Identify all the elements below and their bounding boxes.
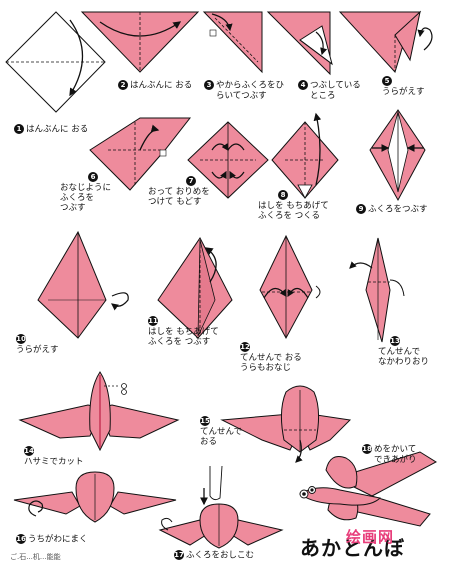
step-text: ふくろを つぶす xyxy=(148,336,211,347)
step-number-badge: 18 xyxy=(362,444,372,454)
step-text: おる xyxy=(200,436,218,447)
page-title: あかとんぼ xyxy=(300,536,405,560)
step-1-diagram xyxy=(5,11,106,113)
step-3-diagram xyxy=(202,11,263,74)
step-text: つぶす xyxy=(60,202,86,213)
step-number-badge: 6 xyxy=(88,172,98,182)
step-14-diagram xyxy=(18,371,180,452)
step-text: てんせんで おる xyxy=(240,352,302,363)
step-text: ところ xyxy=(310,90,336,101)
step-number-badge: 1 xyxy=(14,124,24,134)
step-10-caption: 10 うらがえす xyxy=(16,334,59,355)
step-7-caption: 7 おって おりめを つけて もどす xyxy=(148,176,210,207)
step-8-diagram xyxy=(271,112,339,199)
step-text: てんせんで xyxy=(378,346,421,357)
step-5-caption: 5 うらがえす xyxy=(382,76,425,97)
step-number-badge: 5 xyxy=(382,76,392,86)
step-text: らいてつぶす xyxy=(216,90,267,101)
step-11-diagram xyxy=(157,237,233,339)
step-number-badge: 9 xyxy=(356,204,366,214)
step-4-diagram xyxy=(266,11,333,76)
step-text: おって おりめを xyxy=(148,186,210,197)
step-number-badge: 10 xyxy=(16,334,26,344)
step-14-caption: 14 ハサミでカット xyxy=(24,446,84,467)
step-number-badge: 7 xyxy=(186,176,196,186)
step-2-diagram xyxy=(80,11,200,73)
step-text: やからふくろをひ xyxy=(216,80,285,91)
step-12-diagram xyxy=(259,234,321,340)
step-text: うらもおなじ xyxy=(240,362,292,373)
step-text: はしを もちあげて xyxy=(148,326,219,337)
step-number-badge: 8 xyxy=(278,190,288,200)
step-number-badge: 2 xyxy=(118,80,128,90)
watermark: 绘画网 xyxy=(346,528,395,546)
step-18-diagram xyxy=(299,451,437,527)
step-15-diagram xyxy=(220,385,352,463)
step-number-badge: 16 xyxy=(16,534,26,544)
step-text: はんぶんに おる xyxy=(26,124,89,135)
step-7-diagram xyxy=(187,121,269,199)
step-number-badge: 13 xyxy=(390,336,400,346)
step-text: ふくろをつぶす xyxy=(368,204,428,215)
step-8-caption: 8 はしを もちあげて ふくろを つくる xyxy=(258,190,329,221)
step-text: ふくろをおしこむ xyxy=(186,550,255,561)
footer-credit: ご.石...机...能能 xyxy=(10,553,61,561)
step-9-diagram xyxy=(369,109,426,202)
step-text: なかわりおり xyxy=(378,356,430,367)
step-number-badge: 15 xyxy=(200,416,210,426)
step-text: はんぶんに おる xyxy=(130,80,193,91)
step-15-caption: 15 てんせんで おる xyxy=(200,416,242,447)
step-text: ふくろを xyxy=(60,192,95,203)
step-text: つけて もどす xyxy=(148,196,202,207)
step-10-diagram xyxy=(37,230,129,339)
step-text: できあがり xyxy=(374,454,417,465)
step-number-badge: 11 xyxy=(148,316,158,326)
step-text: はしを もちあげて xyxy=(258,200,329,211)
step-number-badge: 17 xyxy=(174,550,184,560)
step-17-diagram xyxy=(158,465,284,549)
step-5-diagram xyxy=(338,10,433,73)
step-text: おなじように xyxy=(60,182,112,193)
step-6-caption: 6 おなじように ふくろを つぶす xyxy=(60,172,111,213)
step-12-caption: 12 てんせんで おる うらもおなじ xyxy=(240,342,302,373)
step-number-badge: 4 xyxy=(298,80,308,90)
step-11-caption: 11 はしを もちあげて ふくろを つぶす xyxy=(148,316,219,347)
step-text: ハサミでカット xyxy=(24,456,84,467)
step-text: うらがえす xyxy=(16,344,59,355)
step-number-badge: 12 xyxy=(240,342,250,352)
step-text: めをかいて xyxy=(374,444,417,455)
step-16-diagram xyxy=(13,471,177,523)
step-text: てんせんで xyxy=(200,426,243,437)
step-text: ふくろを つくる xyxy=(258,210,321,221)
step-text: うらがえす xyxy=(382,86,425,97)
step-13-caption: 13 てんせんで なかわりおり xyxy=(378,336,429,367)
step-number-badge: 3 xyxy=(204,80,214,90)
step-6-diagram xyxy=(89,117,192,191)
step-number-badge: 14 xyxy=(24,446,34,456)
step-13-diagram xyxy=(349,237,405,343)
step-text: うちがわにまく xyxy=(28,534,88,545)
step-text: つぶしている xyxy=(310,80,361,91)
